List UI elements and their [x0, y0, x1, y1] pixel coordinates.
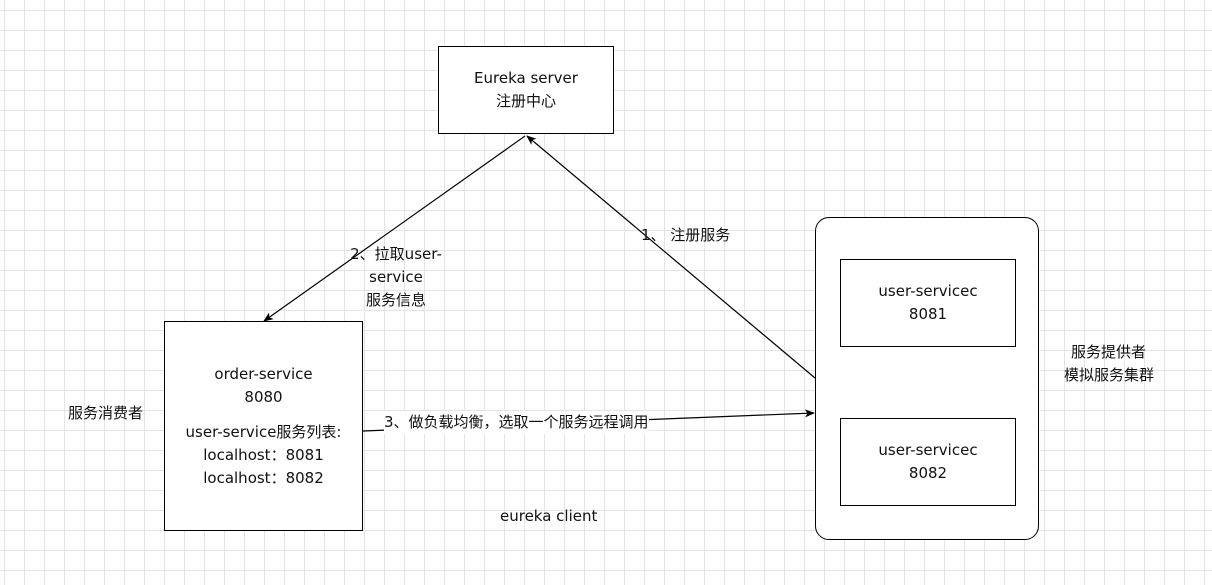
user-service-port: 8082 — [908, 464, 948, 482]
consumer-label: 服务消费者 — [68, 404, 144, 422]
service-list-item: localhost：8081 — [203, 445, 324, 464]
pull-edge-label-line2: service — [369, 268, 423, 286]
provider-label-line1: 服务提供者 — [1071, 343, 1147, 361]
eureka-server-box[interactable]: Eureka server 注册中心 — [438, 46, 614, 134]
user-service-8081-box[interactable]: user-servicec 8081 — [840, 259, 1016, 347]
order-service-port: 8080 — [244, 387, 283, 406]
user-service-name: user-servicec — [878, 282, 978, 300]
pull-edge-label: 2、拉取user- service 服务信息 — [340, 243, 452, 312]
service-list-title: user-service服务列表: — [185, 422, 342, 441]
user-service-name: user-servicec — [878, 441, 978, 459]
order-service-name: order-service — [214, 364, 313, 383]
order-service-box[interactable]: order-service 8080 user-service服务列表: loc… — [164, 321, 363, 531]
user-service-8082-box[interactable]: user-servicec 8082 — [840, 418, 1016, 506]
register-arrow — [526, 135, 816, 379]
pull-edge-label-line3: 服务信息 — [365, 291, 426, 309]
eureka-server-subtitle: 注册中心 — [495, 92, 556, 110]
service-list-item: localhost：8082 — [203, 468, 324, 487]
call-edge-label: 3、做负载均衡，选取一个服务远程调用 — [384, 411, 649, 434]
provider-label-line2: 模拟服务集群 — [1064, 366, 1155, 384]
eureka-client-label: eureka client — [500, 507, 598, 525]
eureka-server-title: Eureka server — [474, 69, 578, 87]
pull-arrow — [263, 135, 526, 322]
pull-edge-label-line1: 2、拉取user- — [350, 245, 442, 263]
register-edge-label: 1、 注册服务 — [641, 226, 731, 244]
user-service-port: 8081 — [908, 305, 948, 323]
